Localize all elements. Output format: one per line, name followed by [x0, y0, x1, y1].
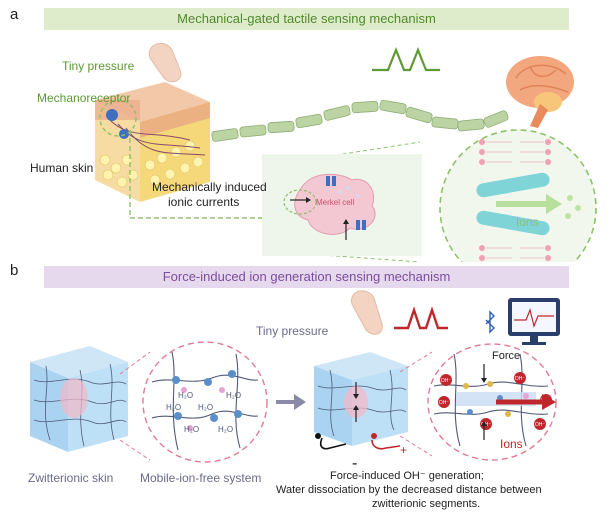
bluetooth-icon: [485, 310, 495, 334]
minus-sign: -: [352, 455, 357, 472]
label-zwitterionic-skin: Zwitterionic skin: [28, 471, 114, 485]
ion-channels: [326, 176, 366, 230]
h2o-label-5: H₂O: [184, 425, 199, 434]
caption-line-1: Force-induced OH⁻ generation;: [330, 470, 484, 482]
zoom-lines-b2: [399, 351, 433, 457]
polymer-chains-b1: [151, 351, 259, 451]
label-mechanoreceptor: Mechanoreceptor: [37, 91, 131, 105]
label-tiny-pressure-b: Tiny pressure: [256, 324, 329, 338]
lipid-bilayer: [479, 139, 551, 261]
oh-label-6: OH⁻: [535, 422, 546, 428]
caption-line-2: Water dissociation by the decreased dist…: [276, 484, 542, 496]
label-ionic-currents-2: ionic currents: [168, 195, 240, 209]
negative-electrode: [319, 437, 347, 450]
label-ions-b: Ions: [500, 437, 523, 451]
h2o-label-1: H₂O: [178, 391, 193, 400]
panel-a-letter: a: [10, 6, 19, 23]
oh-label-2: OH⁻: [439, 400, 450, 406]
zwitterionic-skin-cube: [30, 346, 128, 452]
oh-label-4: OH⁻: [515, 376, 526, 382]
mechanoreceptor-highlight: [99, 99, 137, 137]
brain-icon: [506, 56, 574, 128]
charged-segments: [463, 381, 529, 417]
monitor-icon: [508, 298, 560, 345]
label-merkel-cell: Merkel cell: [316, 198, 355, 207]
h2o-label-6: H₂O: [218, 425, 233, 434]
membrane-dots: [338, 186, 360, 198]
label-human-skin: Human skin: [30, 161, 94, 175]
ion-channel-zoom: [439, 129, 597, 262]
water-molecules: [172, 370, 242, 431]
h2o-label-4: H₂O: [198, 403, 213, 412]
channel-highlight: [283, 189, 317, 215]
label-ionic-currents-1: Mechanically induced: [152, 180, 267, 194]
label-force: Force: [492, 350, 521, 362]
panel-b-illustration: H₂O H₂O H₂O H₂O H₂O H₂O - +: [30, 290, 560, 472]
panel-a-illustration: [95, 43, 597, 262]
nerve-fiber: [211, 99, 509, 142]
skin-block: [95, 82, 210, 202]
label-ions-a: Ions: [516, 215, 539, 229]
plus-sign: +: [400, 443, 407, 457]
panel-a-title: Mechanical-gated tactile sensing mechani…: [44, 8, 569, 30]
oh-label-1: OH⁻: [441, 378, 452, 384]
panel-b-title: Force-induced ion generation sensing mec…: [44, 266, 569, 288]
panel-b-letter: b: [10, 262, 19, 279]
merkel-cell: [294, 173, 376, 235]
pressed-cube: [314, 352, 408, 446]
caption-line-3: zwitterionic segments.: [372, 498, 481, 510]
connector-skin-to-cell: [129, 130, 286, 219]
positive-electrode: [371, 439, 401, 450]
h2o-label-2: H₂O: [226, 391, 241, 400]
zoom-lines-b1: [119, 351, 151, 461]
finger-icon-b: [351, 290, 383, 335]
label-tiny-pressure-a: Tiny pressure: [62, 59, 135, 73]
action-potential-waveform: [372, 47, 440, 72]
ion-dots: [565, 195, 581, 219]
channel-proteins: [476, 172, 550, 236]
h2o-label-3: H₂O: [166, 403, 181, 412]
finger-icon: [148, 43, 182, 83]
label-mobile-ion-free: Mobile-ion-free system: [140, 471, 262, 485]
signal-waveform: [394, 306, 448, 330]
mobile-ion-free-network: [142, 341, 268, 463]
